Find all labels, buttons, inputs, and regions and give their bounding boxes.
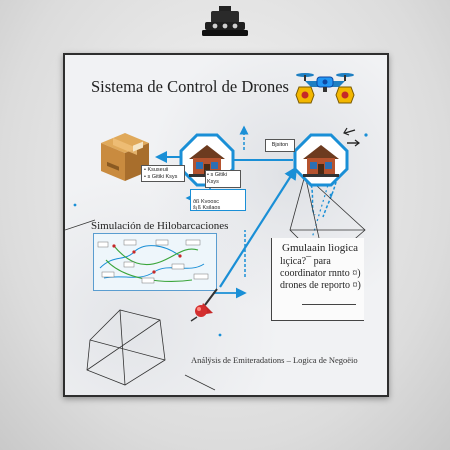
drone-icon [295,73,355,104]
bottom-label-box: ðß Kvoosc š¡ß Ksilaos [190,189,246,211]
right-label-box: Bjsiton [265,139,295,152]
station-sub-label: • s Gitiki Ksys [207,172,227,185]
station-sub-box: • s Gitiki Ksys [205,170,241,188]
ceiling-light-icon [202,6,248,36]
station-labels: • Ksuseuii • s Gitiki Ksys [141,165,185,182]
right-label-text: Bjsiton [271,142,289,148]
bottom-label-text: ðß Kvoosc š¡ß Ksilaos [193,198,221,212]
page-title: Sistema de Control de Drones [91,77,289,96]
diagram-board: Sistema de Control de Drones [63,53,389,397]
simulation-title: Simulación de Hilobarcaciones [91,220,229,232]
map-pin-icon [190,288,218,322]
report-line-1: lıçica?¯ para [280,256,331,267]
report-heading: Gmulaain lìogica [282,242,359,254]
report-line-2: coordinator rnnto ¤) [280,268,361,279]
report-line-3: drones de reporto ¤) [280,280,361,291]
logic-report-panel: Gmulaain lìogica lıçica?¯ para coordinat… [271,238,364,321]
warehouse-icon [293,133,349,187]
route-map [97,239,209,284]
footer-caption: Análÿsis de Emiteradations – Logica de N… [191,355,358,365]
simulation-map [93,233,217,291]
station-label-1: • Ksuseuii [144,167,169,173]
report-underline [302,304,356,305]
station-label-2: • s Gitiki Ksys [144,173,178,180]
connector-lines [65,125,368,391]
